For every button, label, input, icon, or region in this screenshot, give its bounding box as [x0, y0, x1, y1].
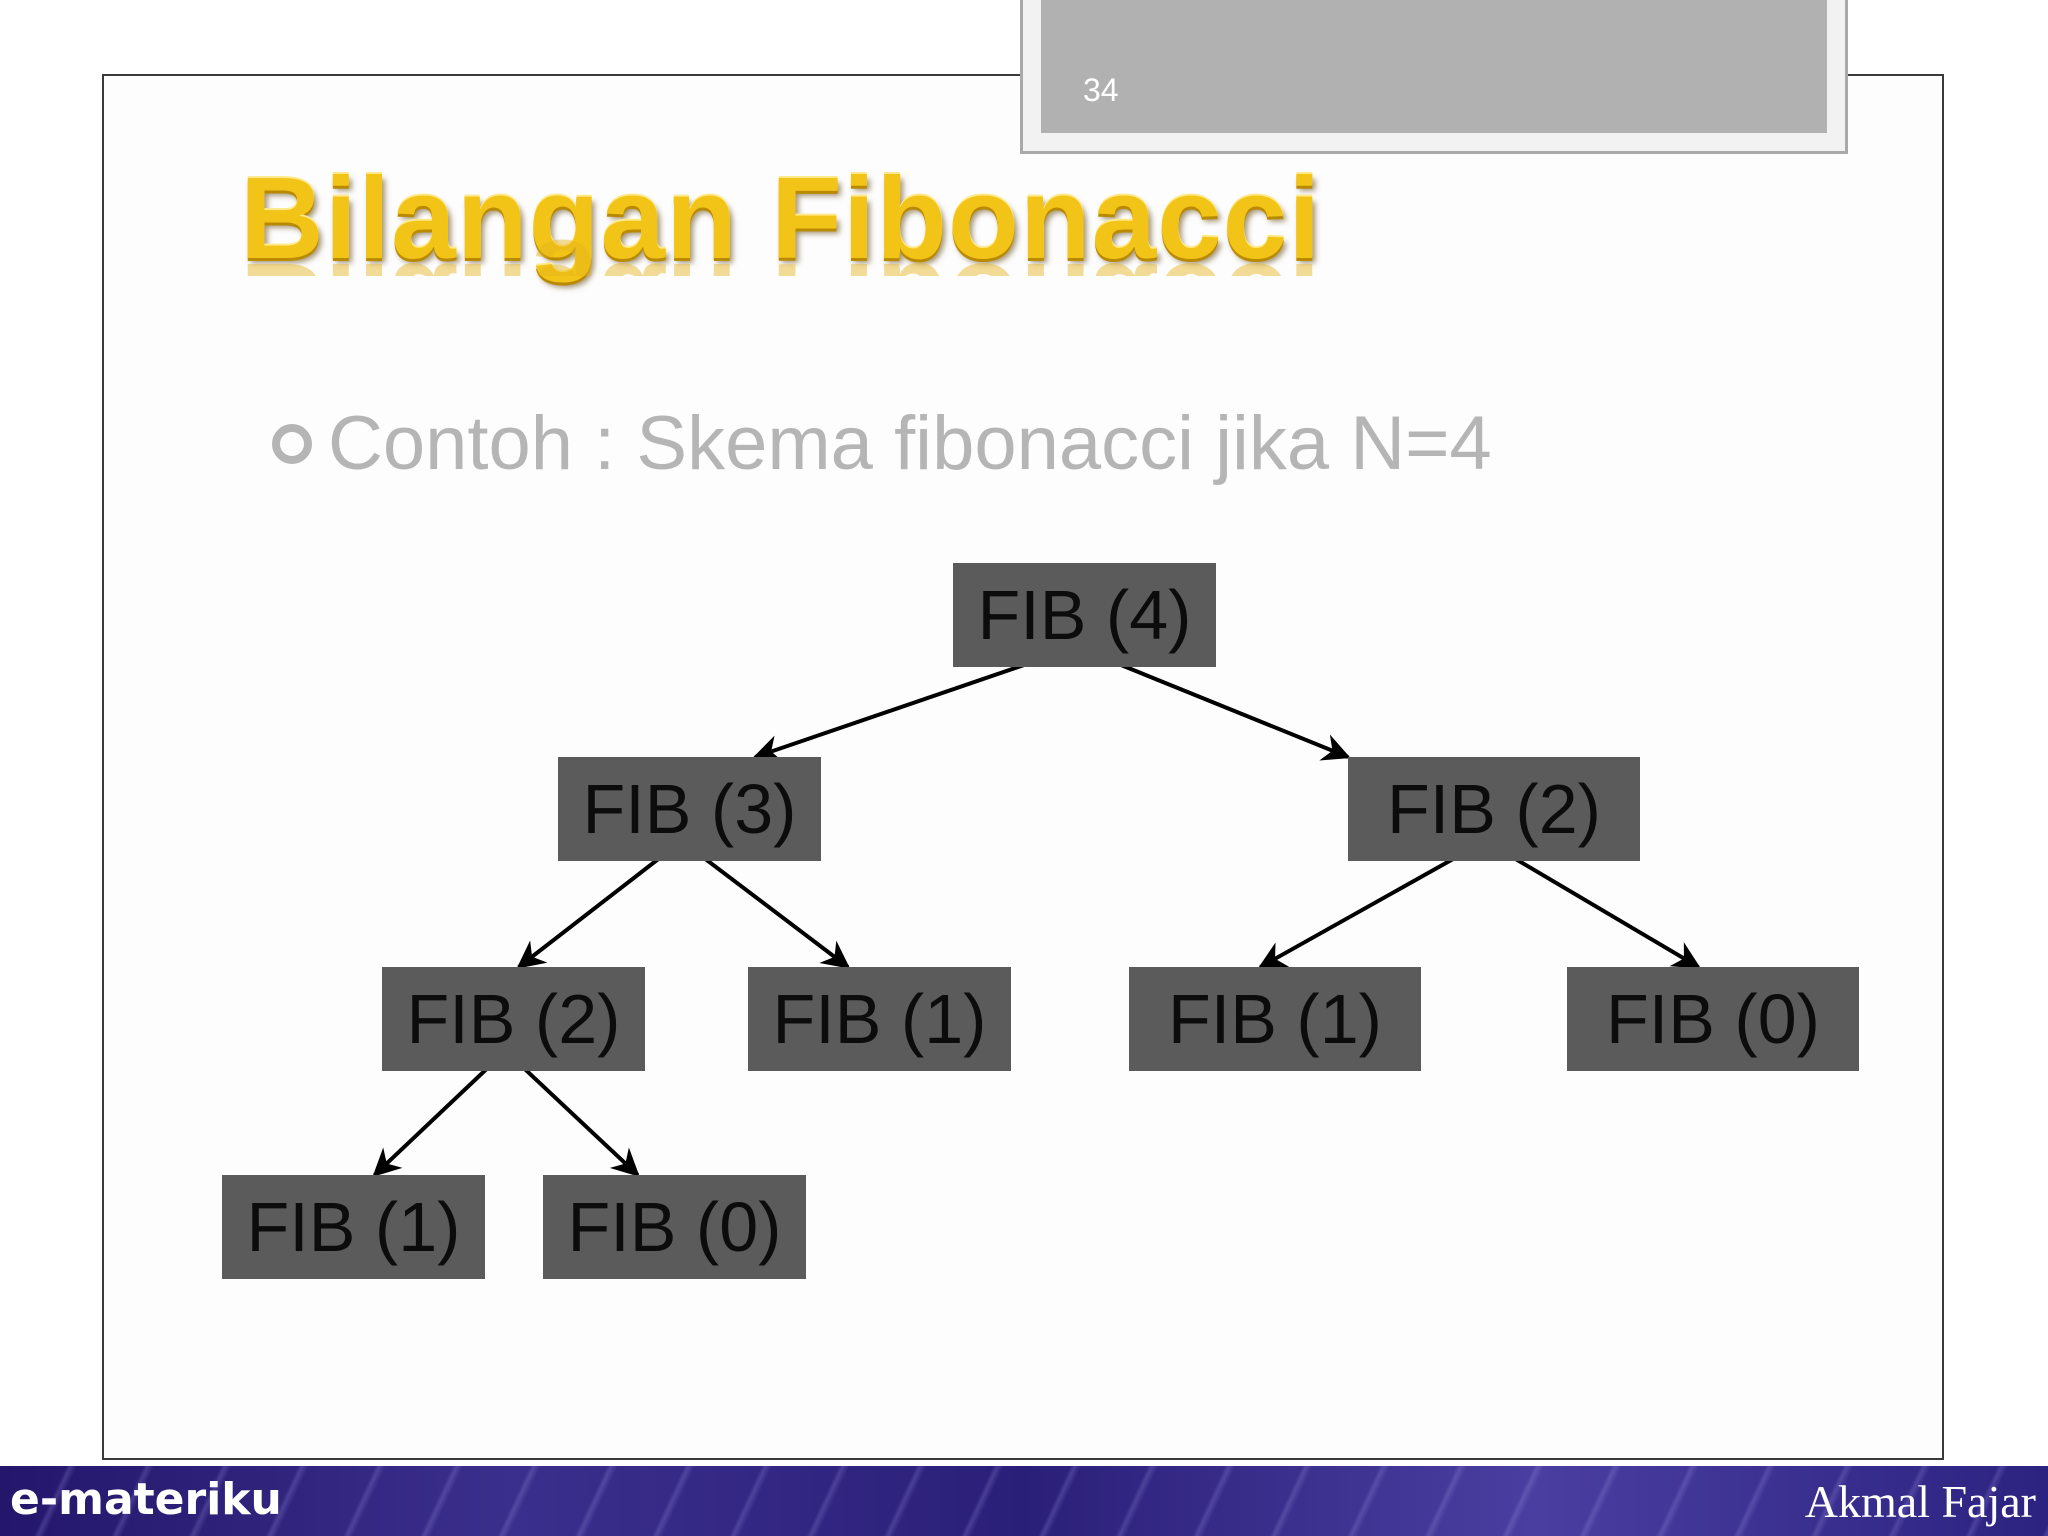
bullet-circle-icon	[272, 423, 312, 464]
title-block: Bilangan Fibonacci Bilangan Fibonacci	[240, 148, 1321, 288]
tree-node-n1c: FIB (1)	[222, 1175, 485, 1279]
footer-bar: e-materiku Akmal Fajar	[0, 1466, 2048, 1536]
page-number: 34	[1083, 72, 1119, 108]
slide-title: Bilangan Fibonacci	[240, 153, 1322, 283]
tree-node-n2r: FIB (2)	[1348, 757, 1640, 861]
tree-node-n0b: FIB (0)	[543, 1175, 806, 1279]
tree-node-n1b: FIB (1)	[1129, 967, 1421, 1071]
tree-edge-n2r-to-n1b	[1257, 839, 1487, 969]
footer-brand-right: Akmal Fajar	[1804, 1476, 2036, 1527]
page-number-tab-fill: 34	[1041, 0, 1827, 133]
footer-brand-left: e-materiku	[10, 1474, 282, 1525]
tree-edge-n3-to-n2l	[516, 839, 683, 969]
bullet-text: Contoh : Skema fibonacci jika N=4	[328, 401, 1492, 486]
tree-edge-n2l-to-n1c	[372, 1049, 507, 1177]
tree-edge-n2l-to-n0b	[504, 1049, 640, 1177]
tree-node-n3: FIB (3)	[558, 757, 821, 861]
tree-edges	[372, 645, 1701, 1177]
tree-edge-n3-to-n1a	[680, 839, 851, 969]
tree-node-n1a: FIB (1)	[748, 967, 1011, 1071]
page-number-tab: 34	[1020, 0, 1848, 154]
footer-decoration	[0, 1466, 2048, 1536]
tree-node-n0a: FIB (0)	[1567, 967, 1859, 1071]
bullet-item: Contoh : Skema fibonacci jika N=4	[272, 400, 1492, 487]
tree-edge-n2r-to-n0a	[1484, 839, 1701, 969]
tree-node-n2l: FIB (2)	[382, 967, 645, 1071]
tree-node-n4: FIB (4)	[953, 563, 1216, 667]
